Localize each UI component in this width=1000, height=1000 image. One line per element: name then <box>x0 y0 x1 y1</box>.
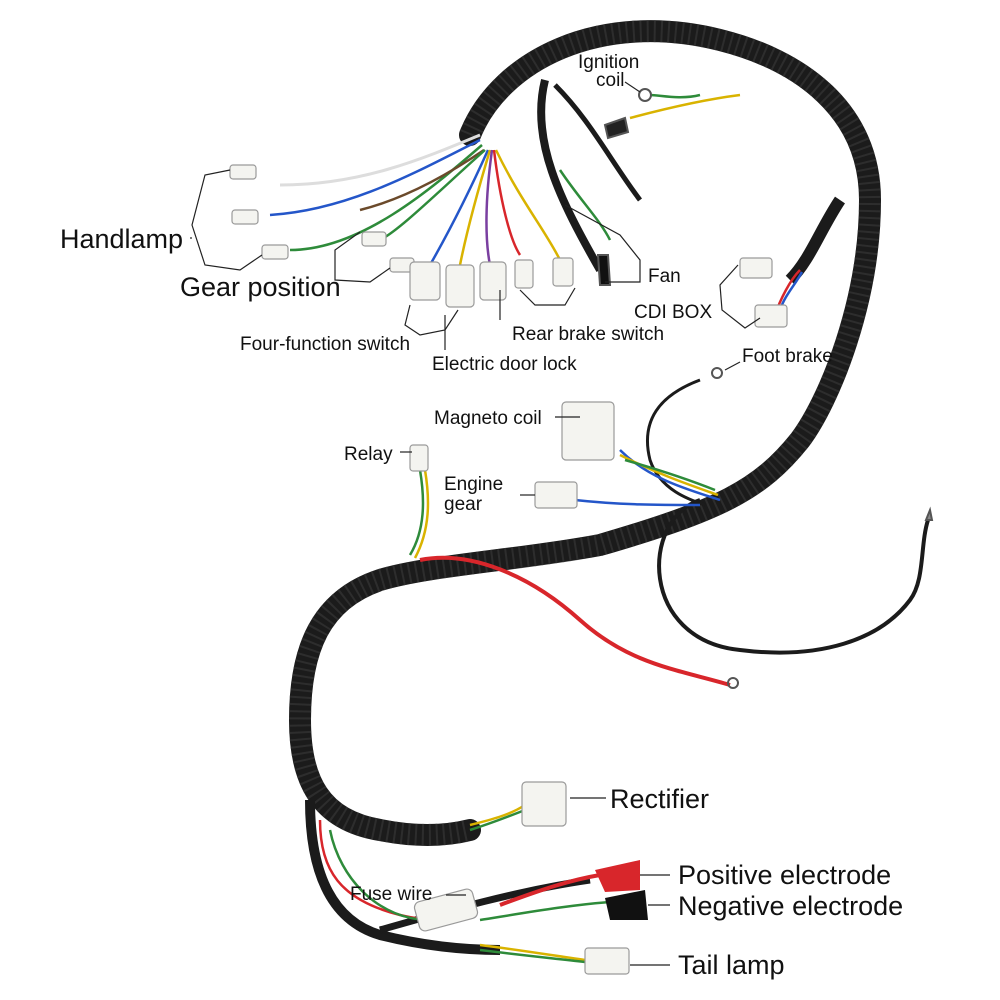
label-relay: Relay <box>344 444 393 465</box>
rear-brake-switch-connector-1 <box>514 259 534 289</box>
label-magneto-coil: Magneto coil <box>434 408 542 429</box>
label-positive-electrode: Positive electrode <box>678 860 891 890</box>
label-cdi-box: CDI BOX <box>634 302 712 323</box>
label-handlamp: Handlamp <box>60 224 183 254</box>
ignition-spade-terminal <box>603 116 630 140</box>
foot-brake-terminal <box>711 367 723 379</box>
engine-gear-connector <box>534 481 578 509</box>
label-fan: Fan <box>648 266 681 287</box>
label-rear-brake-switch: Rear brake switch <box>512 324 664 345</box>
label-rectifier: Rectifier <box>610 784 709 814</box>
label-foot-brake: Foot brake <box>742 346 833 367</box>
labels: Ignition coil Handlamp Gear position Fan… <box>60 52 903 980</box>
label-fuse-wire: Fuse wire <box>350 884 432 905</box>
label-electric-door-lock: Electric door lock <box>432 354 577 375</box>
handlamp-connector-3 <box>261 244 289 260</box>
battery-terminals <box>595 860 648 920</box>
electric-door-lock-connector-1 <box>445 264 475 308</box>
label-four-function-switch: Four-function switch <box>240 334 410 355</box>
leader-lines <box>190 81 761 966</box>
label-engine-gear-2: gear <box>444 494 483 515</box>
magneto-coil-connector <box>561 401 615 461</box>
red-wire-ring-terminal <box>727 677 739 689</box>
terminals <box>596 88 934 689</box>
cdi-box-connector-2 <box>754 304 788 328</box>
label-ignition-coil-2: coil <box>596 70 625 91</box>
fan-connector <box>596 254 612 286</box>
gear-position-connector-1 <box>361 231 387 247</box>
cdi-box-connector-1 <box>739 257 773 279</box>
connectors <box>229 164 788 975</box>
label-tail-lamp: Tail lamp <box>678 950 785 980</box>
tail-lamp-connector <box>584 947 630 975</box>
positive-terminal-boot <box>595 860 640 892</box>
fuse-holder <box>413 888 479 932</box>
handlamp-connector-1 <box>229 164 257 180</box>
colored-wires <box>269 93 804 964</box>
main-harness <box>288 20 930 955</box>
negative-terminal-boot <box>605 890 648 920</box>
handlamp-connector-2 <box>231 209 259 225</box>
label-engine-gear-1: Engine <box>444 474 503 495</box>
rectifier-connector <box>521 781 567 827</box>
label-ignition-coil-1: Ignition <box>578 52 639 73</box>
relay-connector <box>409 444 429 472</box>
ignition-ring-terminal <box>638 88 652 102</box>
rear-brake-switch-connector-2 <box>552 257 574 287</box>
label-negative-electrode: Negative electrode <box>678 891 903 921</box>
ground-terminal <box>924 506 934 521</box>
label-gear-position: Gear position <box>180 272 341 302</box>
four-function-switch-connector <box>409 261 441 301</box>
electric-door-lock-connector-2 <box>479 261 507 301</box>
